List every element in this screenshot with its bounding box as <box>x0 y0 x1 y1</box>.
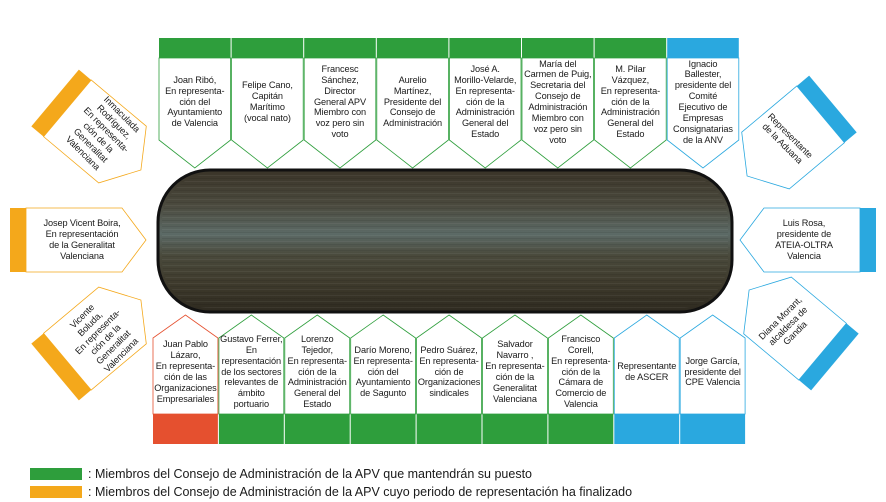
legend-item-orange: : Miembros del Consejo de Administración… <box>30 485 632 499</box>
seat-right-band-3 <box>798 323 859 391</box>
seat-band-top-1 <box>159 38 231 58</box>
legend-text-green: : Miembros del Consejo de Administración… <box>88 467 533 481</box>
seat-band-bottom-9 <box>680 414 746 444</box>
seat-left-2 <box>10 207 147 273</box>
seat-body-top-3 <box>303 57 377 169</box>
legend-swatch-orange <box>30 486 82 498</box>
seat-body-top-5 <box>448 57 522 169</box>
seat-band-top-7 <box>594 38 667 58</box>
legend-item-green: : Miembros del Consejo de Administración… <box>30 467 532 481</box>
seat-right-3 <box>743 276 859 391</box>
seat-band-bottom-5 <box>416 414 482 444</box>
seat-band-top-6 <box>522 38 594 58</box>
seat-band-top-8 <box>667 38 739 58</box>
seat-band-bottom-8 <box>614 414 680 444</box>
seat-left-1 <box>31 69 147 184</box>
seat-band-top-3 <box>304 38 376 58</box>
seat-band-top-2 <box>231 38 304 58</box>
seat-band-bottom-7 <box>548 414 614 444</box>
seat-band-bottom-1 <box>153 414 218 444</box>
seat-body-top-1 <box>158 57 232 169</box>
seat-label-top-5: José A.Morillo-Velarde,En representa-ció… <box>454 63 517 140</box>
seat-body-top-7 <box>594 57 667 169</box>
seat-left-band-1 <box>31 69 92 137</box>
seat-left-3 <box>31 286 147 401</box>
seat-right-body-3 <box>743 276 847 381</box>
seat-band-bottom-4 <box>350 414 416 444</box>
legend-swatch-green <box>30 468 82 480</box>
seat-left-band-3 <box>31 333 92 401</box>
seat-left-body-1 <box>43 79 147 184</box>
seat-right-body-2 <box>739 207 861 273</box>
seat-band-bottom-6 <box>482 414 548 444</box>
seat-right-1 <box>741 75 857 190</box>
seat-right-band-1 <box>796 75 857 143</box>
seat-right-band-2 <box>860 208 876 272</box>
seat-band-top-4 <box>376 38 449 58</box>
seat-body-top-8 <box>666 57 740 169</box>
legend-text-orange: : Miembros del Consejo de Administración… <box>88 485 633 499</box>
seat-left-body-3 <box>43 286 147 391</box>
seat-left-body-2 <box>25 207 147 273</box>
seat-band-bottom-2 <box>218 414 284 444</box>
seat-body-top-4 <box>376 57 449 169</box>
seat-label-bottom-3: Lorenzo Tejedor,En representa-ción de la… <box>287 333 347 410</box>
seat-left-band-2 <box>10 208 26 272</box>
seat-right-2 <box>739 207 876 273</box>
meeting-table-grain <box>162 174 728 308</box>
seat-right-body-1 <box>741 85 845 190</box>
seat-body-top-2 <box>231 57 304 169</box>
seat-band-top-5 <box>449 38 521 58</box>
seat-band-bottom-3 <box>284 414 350 444</box>
seat-body-top-6 <box>521 57 594 169</box>
